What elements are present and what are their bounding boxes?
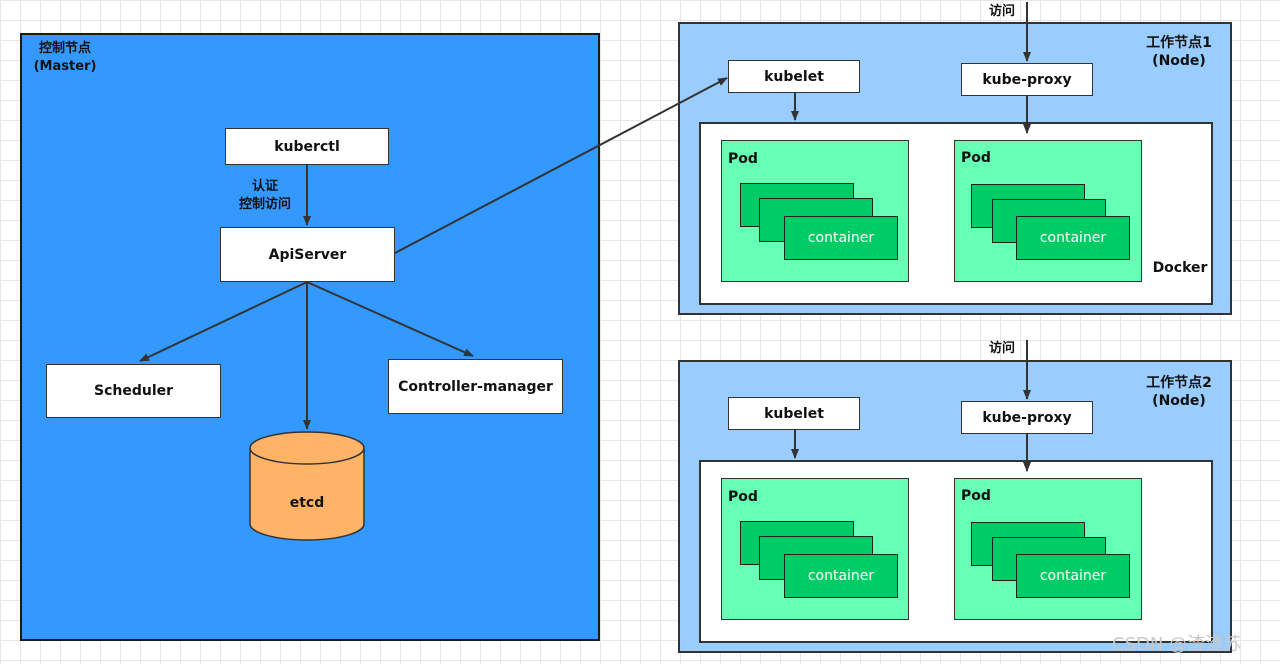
worker-node-1-subtitle-text: (Node) bbox=[1152, 53, 1206, 69]
node-2-kubelet-box[interactable]: kubelet bbox=[728, 397, 860, 430]
watermark: CSDN @渣渣苏 bbox=[1112, 634, 1242, 655]
etcd-label: etcd bbox=[289, 495, 325, 511]
container-card[interactable]: container bbox=[784, 216, 898, 260]
node-1-pod-1[interactable]: Pod container bbox=[721, 140, 909, 282]
apiserver-box[interactable]: ApiServer bbox=[220, 227, 395, 282]
container-card[interactable]: container bbox=[784, 554, 898, 598]
worker-node-2-subtitle-text: (Node) bbox=[1152, 393, 1206, 409]
node-1-pod-2[interactable]: Pod container bbox=[954, 140, 1142, 282]
node-1-kubelet-box[interactable]: kubelet bbox=[728, 60, 860, 93]
node-2-pod-1[interactable]: Pod container bbox=[721, 478, 909, 620]
pod-label: Pod bbox=[961, 488, 991, 504]
master-title: 控制节点 (Master) bbox=[30, 40, 100, 76]
worker-node-2-title-text: 工作节点2 bbox=[1146, 375, 1212, 391]
master-subtitle-text: (Master) bbox=[33, 59, 97, 74]
node-2-pod-2[interactable]: Pod container bbox=[954, 478, 1142, 620]
kuberctl-box[interactable]: kuberctl bbox=[225, 128, 389, 165]
auth-label-line1: 认证 bbox=[251, 179, 278, 194]
pod-label: Pod bbox=[728, 489, 758, 505]
container-card[interactable]: container bbox=[1016, 216, 1130, 260]
scheduler-box[interactable]: Scheduler bbox=[46, 364, 221, 418]
node-1-kube-proxy-box[interactable]: kube-proxy bbox=[961, 63, 1093, 96]
node-2-access-label: 访问 bbox=[988, 341, 1015, 356]
auth-label-line2: 控制访问 bbox=[238, 197, 291, 212]
node-1-docker-label: Docker bbox=[1152, 260, 1208, 276]
node-2-kube-proxy-box[interactable]: kube-proxy bbox=[961, 401, 1093, 434]
etcd-cylinder[interactable] bbox=[248, 430, 366, 542]
worker-node-1-title: 工作节点1 (Node) bbox=[1134, 34, 1224, 70]
pod-label: Pod bbox=[728, 151, 758, 167]
auth-label: 认证 控制访问 bbox=[230, 178, 300, 214]
node-1-access-label: 访问 bbox=[988, 4, 1015, 19]
master-node-panel bbox=[20, 33, 600, 641]
worker-node-1-title-text: 工作节点1 bbox=[1146, 35, 1212, 51]
worker-node-2-title: 工作节点2 (Node) bbox=[1134, 374, 1224, 410]
container-card[interactable]: container bbox=[1016, 554, 1130, 598]
pod-label: Pod bbox=[961, 150, 991, 166]
controller-manager-box[interactable]: Controller-manager bbox=[388, 359, 563, 414]
master-title-text: 控制节点 bbox=[38, 41, 91, 56]
